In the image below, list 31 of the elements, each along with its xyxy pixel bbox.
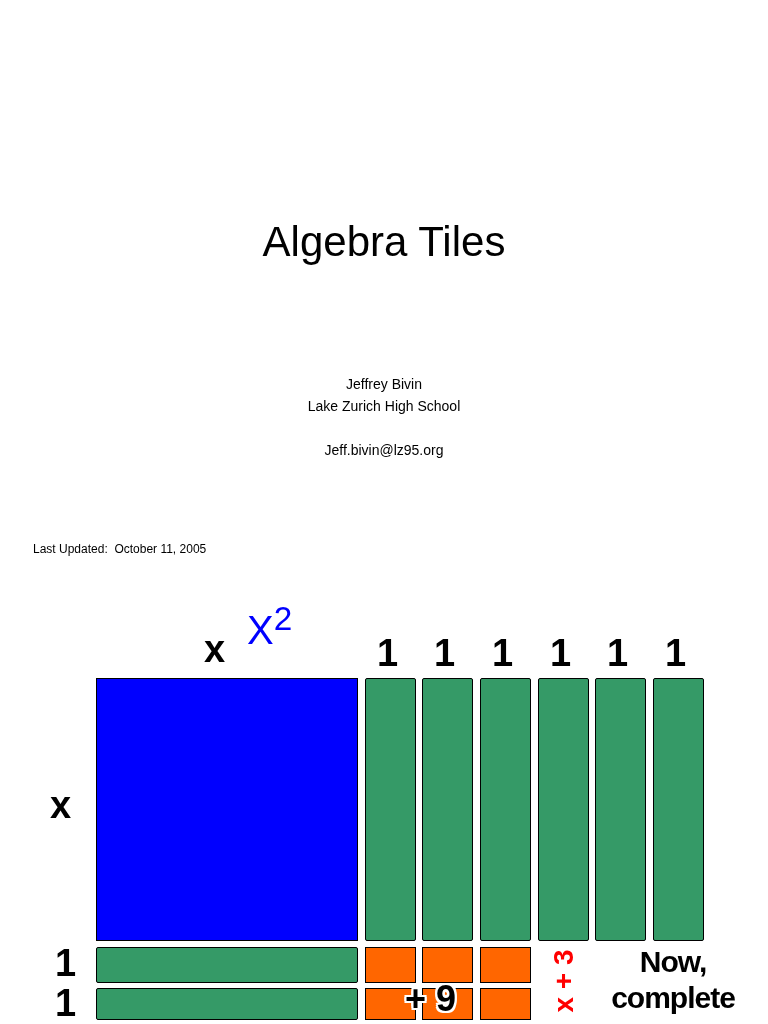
- school-name: Lake Zurich High School: [306, 398, 462, 414]
- unit-tile: [422, 947, 473, 983]
- unit-tile: [365, 947, 416, 983]
- rectangle-tile: [480, 678, 531, 941]
- rectangle-tile: [96, 988, 358, 1020]
- email-address: Jeff.bivin@lz95.org: [323, 442, 445, 458]
- term-label: x: [204, 628, 226, 671]
- term-label: x: [50, 784, 72, 827]
- expression-label: x + 3: [549, 948, 579, 1015]
- unit-label: 1: [55, 982, 77, 1024]
- author-name: Jeffrey Bivin: [345, 376, 423, 392]
- unit-label: 1: [665, 632, 687, 675]
- title: Algebra Tiles: [261, 218, 507, 266]
- unit-label: 1: [55, 942, 77, 985]
- term-label: X$^{2}$: [247, 600, 293, 654]
- unit-label: 1: [492, 632, 514, 675]
- unit-tile: [480, 988, 531, 1020]
- square-tile: [96, 678, 358, 941]
- rectangle-tile: [96, 947, 358, 983]
- rectangle-tile: [422, 678, 473, 941]
- rectangle-tile: [538, 678, 589, 941]
- rectangle-tile: [365, 678, 416, 941]
- unit-label: 1: [607, 632, 629, 675]
- unit-tile: [480, 947, 531, 983]
- rectangle-tile: [653, 678, 704, 941]
- unit-label: 1: [377, 632, 399, 675]
- update-date: Last Updated: October 11, 2005: [33, 542, 207, 556]
- rectangle-tile: [595, 678, 646, 941]
- unit-label: 1: [434, 632, 456, 675]
- unit-label: 1: [550, 632, 572, 675]
- instruction-text: Now, complete: [610, 944, 736, 1016]
